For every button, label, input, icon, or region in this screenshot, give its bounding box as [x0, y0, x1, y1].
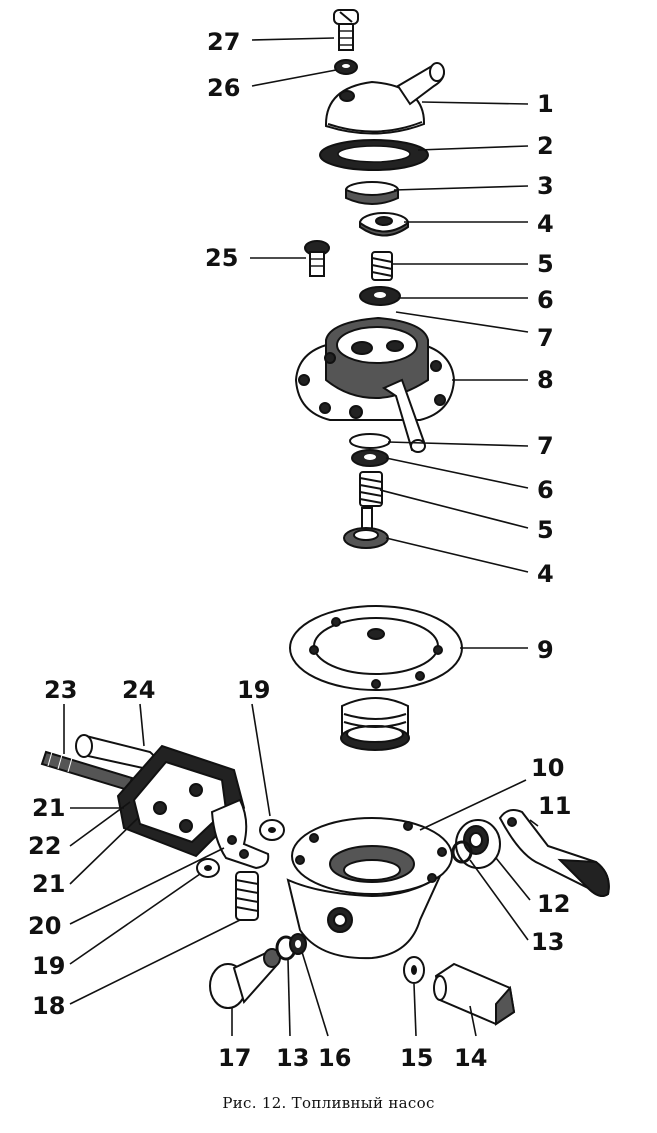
label-13-right: 13 — [531, 928, 564, 956]
part-19-washer-left — [196, 858, 220, 878]
part-14-plug — [433, 962, 516, 1026]
part-3-filter — [345, 181, 399, 205]
part-18-spring — [235, 871, 259, 921]
part-10-lower-body — [286, 817, 453, 960]
part-2-gasket — [319, 139, 429, 171]
label-26: 26 — [207, 74, 240, 102]
label-1: 1 — [537, 90, 554, 118]
part-4-valve-upper — [359, 212, 409, 237]
label-19-bottom: 19 — [32, 952, 65, 980]
part-20-lever — [210, 798, 270, 870]
part-25-screw — [304, 240, 330, 277]
label-6-lower: 6 — [537, 476, 554, 504]
part-19-washer-right — [259, 819, 285, 841]
label-3: 3 — [537, 172, 554, 200]
part-7-gasket-lower — [349, 433, 391, 449]
label-21-lower: 21 — [32, 870, 65, 898]
label-9: 9 — [537, 636, 554, 664]
part-26-washer — [334, 59, 358, 75]
part-8-pump-body — [294, 316, 456, 453]
part-6-washer-lower — [351, 449, 389, 467]
label-5-upper: 5 — [537, 250, 554, 278]
label-5-lower: 5 — [537, 516, 554, 544]
callout-numbers: 27 26 1 2 3 4 25 5 6 7 8 7 6 5 4 9 23 24… — [28, 28, 571, 1072]
part-9-diaphragm — [289, 605, 463, 751]
label-23: 23 — [44, 676, 77, 704]
leader-lines — [63, 37, 539, 1037]
part-13-ring-right — [451, 840, 473, 864]
label-7-lower: 7 — [537, 432, 554, 460]
part-22-housing — [116, 744, 246, 858]
part-27-screw — [333, 9, 359, 51]
part-11-hand-lever — [498, 809, 610, 897]
part-1-pump-cover — [324, 62, 446, 135]
label-18: 18 — [32, 992, 65, 1020]
part-16-seal — [289, 933, 307, 955]
label-14: 14 — [454, 1044, 487, 1072]
label-12: 12 — [537, 890, 570, 918]
label-13-lower: 13 — [276, 1044, 309, 1072]
part-15-washer — [403, 956, 425, 984]
label-16: 16 — [318, 1044, 351, 1072]
label-10: 10 — [531, 754, 564, 782]
label-11: 11 — [538, 792, 571, 820]
label-27: 27 — [207, 28, 240, 56]
label-24: 24 — [122, 676, 155, 704]
part-4-valve-lower — [343, 507, 389, 549]
label-8: 8 — [537, 366, 554, 394]
label-17: 17 — [218, 1044, 251, 1072]
part-5-spring-upper — [371, 251, 393, 281]
label-6-upper: 6 — [537, 286, 554, 314]
part-6-washer-upper — [359, 286, 401, 306]
part-17-plunger — [209, 948, 281, 1009]
label-4-lower: 4 — [537, 560, 554, 588]
label-21-upper: 21 — [32, 794, 65, 822]
label-19-top: 19 — [237, 676, 270, 704]
label-15: 15 — [400, 1044, 433, 1072]
label-4-upper: 4 — [537, 210, 554, 238]
label-22: 22 — [28, 832, 61, 860]
part-5-spring-lower — [359, 471, 383, 507]
label-25: 25 — [205, 244, 238, 272]
label-20: 20 — [28, 912, 61, 940]
figure-caption: Рис. 12. Топливный насос — [222, 1094, 435, 1112]
label-2: 2 — [537, 132, 554, 160]
label-7-upper: 7 — [537, 324, 554, 352]
